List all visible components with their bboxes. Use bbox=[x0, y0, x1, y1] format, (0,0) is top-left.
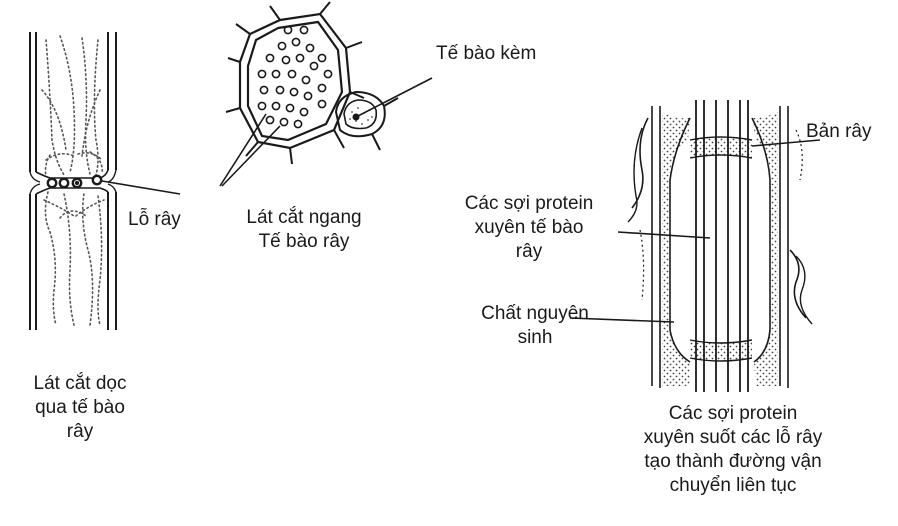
label-companion-cell: Tế bào kèm bbox=[436, 42, 536, 66]
leader-companion-cell bbox=[356, 78, 432, 117]
label-long-section-text: Lát cắt dọc qua tế bào rây bbox=[4, 372, 156, 444]
label-protoplasm: Chất nguyên sinh bbox=[460, 302, 610, 350]
label-sieve-plate: Bản rây bbox=[806, 120, 871, 144]
label-cross-section: Lát cắt ngang Tế bào rây bbox=[224, 206, 384, 254]
cross-section-sieve-cell bbox=[220, 2, 432, 186]
longitudinal-sieve-tube bbox=[30, 32, 180, 330]
label-protein-fibers: Các sợi protein xuyên tế bào rây bbox=[444, 192, 614, 264]
label-caption: Các sợi protein xuyên suốt các lỗ rây tạ… bbox=[608, 402, 858, 498]
label-sieve-pore: Lỗ rây bbox=[128, 208, 181, 232]
